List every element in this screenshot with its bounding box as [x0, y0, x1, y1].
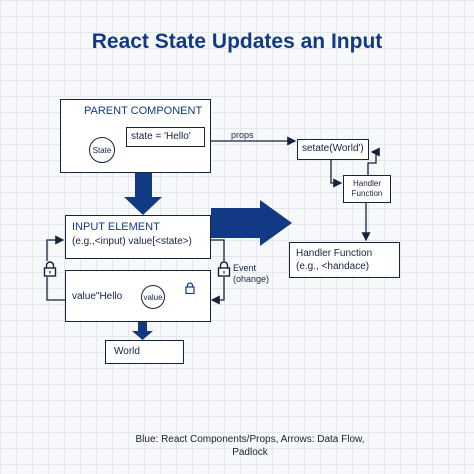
handler-function-detail-line2: (e.g., <handace) [296, 261, 370, 272]
padlock-icon [185, 282, 195, 294]
setstate-to-handler-arrow [330, 158, 343, 188]
handler-function-detail-line1: Handler Function [296, 248, 373, 259]
value-to-world-arrow [132, 322, 153, 340]
value-label: value"Hello [72, 291, 123, 302]
state-circle: State [89, 137, 115, 163]
parent-to-input-arrow [124, 173, 162, 215]
setstate-box: setate(World') [297, 139, 369, 160]
legend-caption: Blue: React Components/Props, Arrows: Da… [135, 434, 365, 458]
input-element-heading: INPUT ELEMENT [72, 221, 160, 233]
page-title: React State Updates an Input [91, 30, 383, 53]
setstate-label: setate(World') [302, 143, 364, 154]
input-element-subtitle: (e.g.,<input) value[<state>) [72, 236, 192, 247]
parent-component-heading: PARENT COMPONENT [84, 105, 203, 117]
parent-component-box: PARENT COMPONENT state = 'Hello' State [60, 99, 211, 173]
padlock-icon [217, 261, 231, 277]
value-box: value"Hello value [65, 270, 211, 322]
props-label: props [231, 130, 254, 140]
state-expression-box: state = 'Hello' [126, 127, 205, 147]
handler-loop-line [367, 147, 380, 176]
input-element-box: INPUT ELEMENT (e.g.,<input) value[<state… [65, 215, 211, 259]
world-box: World [105, 340, 184, 364]
value-circle: value [141, 285, 165, 309]
padlock-icon [43, 261, 57, 277]
event-label: Event (ohange) [233, 263, 270, 284]
handler-function-label: Handler Function [351, 179, 383, 198]
world-label: World [114, 346, 140, 357]
state-expression: state = 'Hello' [131, 131, 191, 142]
handler-function-detail-box: Handler Function (e.g., <handace) [289, 242, 400, 278]
big-right-arrow [211, 200, 292, 246]
handler-function-box: Handler Function [343, 175, 391, 203]
